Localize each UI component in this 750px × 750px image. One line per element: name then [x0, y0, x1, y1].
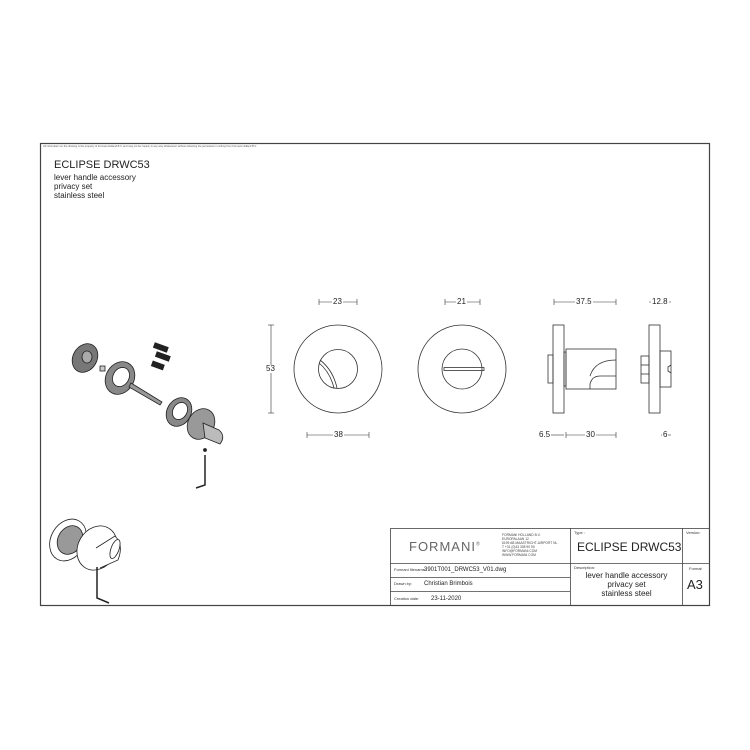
type-label: Type :: [574, 530, 585, 535]
disclaimer-text: All information on the drawing is the pr…: [43, 145, 257, 148]
assembled-isometric: [49, 518, 121, 604]
dim-side-total: 37.5: [575, 297, 593, 306]
version-label: Version:: [686, 530, 701, 535]
edge-view: [640, 324, 672, 414]
filename-value: 3901T001_DRWC53_V01.dwg: [424, 567, 507, 573]
header-line-2: privacy set: [54, 182, 93, 191]
dim-height: 53: [265, 364, 276, 373]
format-value: A3: [687, 577, 703, 592]
front-view: [293, 324, 383, 414]
dim-side-rose: 6.5: [538, 430, 552, 439]
dim-front-outer: 38: [333, 430, 344, 439]
dim-front-inner: 23: [332, 297, 343, 306]
dim-side-knob: 30: [585, 430, 596, 439]
formani-logo: FORMANI®: [409, 539, 481, 554]
filename-label: Formani filename:: [394, 567, 427, 572]
format-label: Format: [689, 566, 702, 571]
sheet-border: [39, 142, 711, 607]
side-view: [547, 324, 617, 414]
dim-back-inner: 21: [456, 297, 467, 306]
creation-date-label: Creation date:: [394, 596, 420, 601]
exploded-assembly: [71, 342, 224, 489]
drawn-by-label: Drawn by:: [394, 581, 413, 586]
page-title: ECLIPSE DRWC53: [54, 159, 150, 171]
dim-edge-rose: 6: [662, 430, 669, 439]
creation-date-value: 23-11-2020: [431, 596, 462, 602]
header-line-3: stainless steel: [54, 191, 105, 200]
drawn-by-value: Christian Brimbois: [424, 581, 473, 587]
type-value: ECLIPSE DRWC53: [577, 540, 682, 554]
header-line-1: lever handle accessory: [54, 173, 136, 182]
title-block-grid: [390, 528, 710, 606]
back-view: [417, 324, 507, 414]
description-label: Description:: [574, 565, 596, 570]
dim-edge-total: 12.8: [651, 297, 669, 306]
